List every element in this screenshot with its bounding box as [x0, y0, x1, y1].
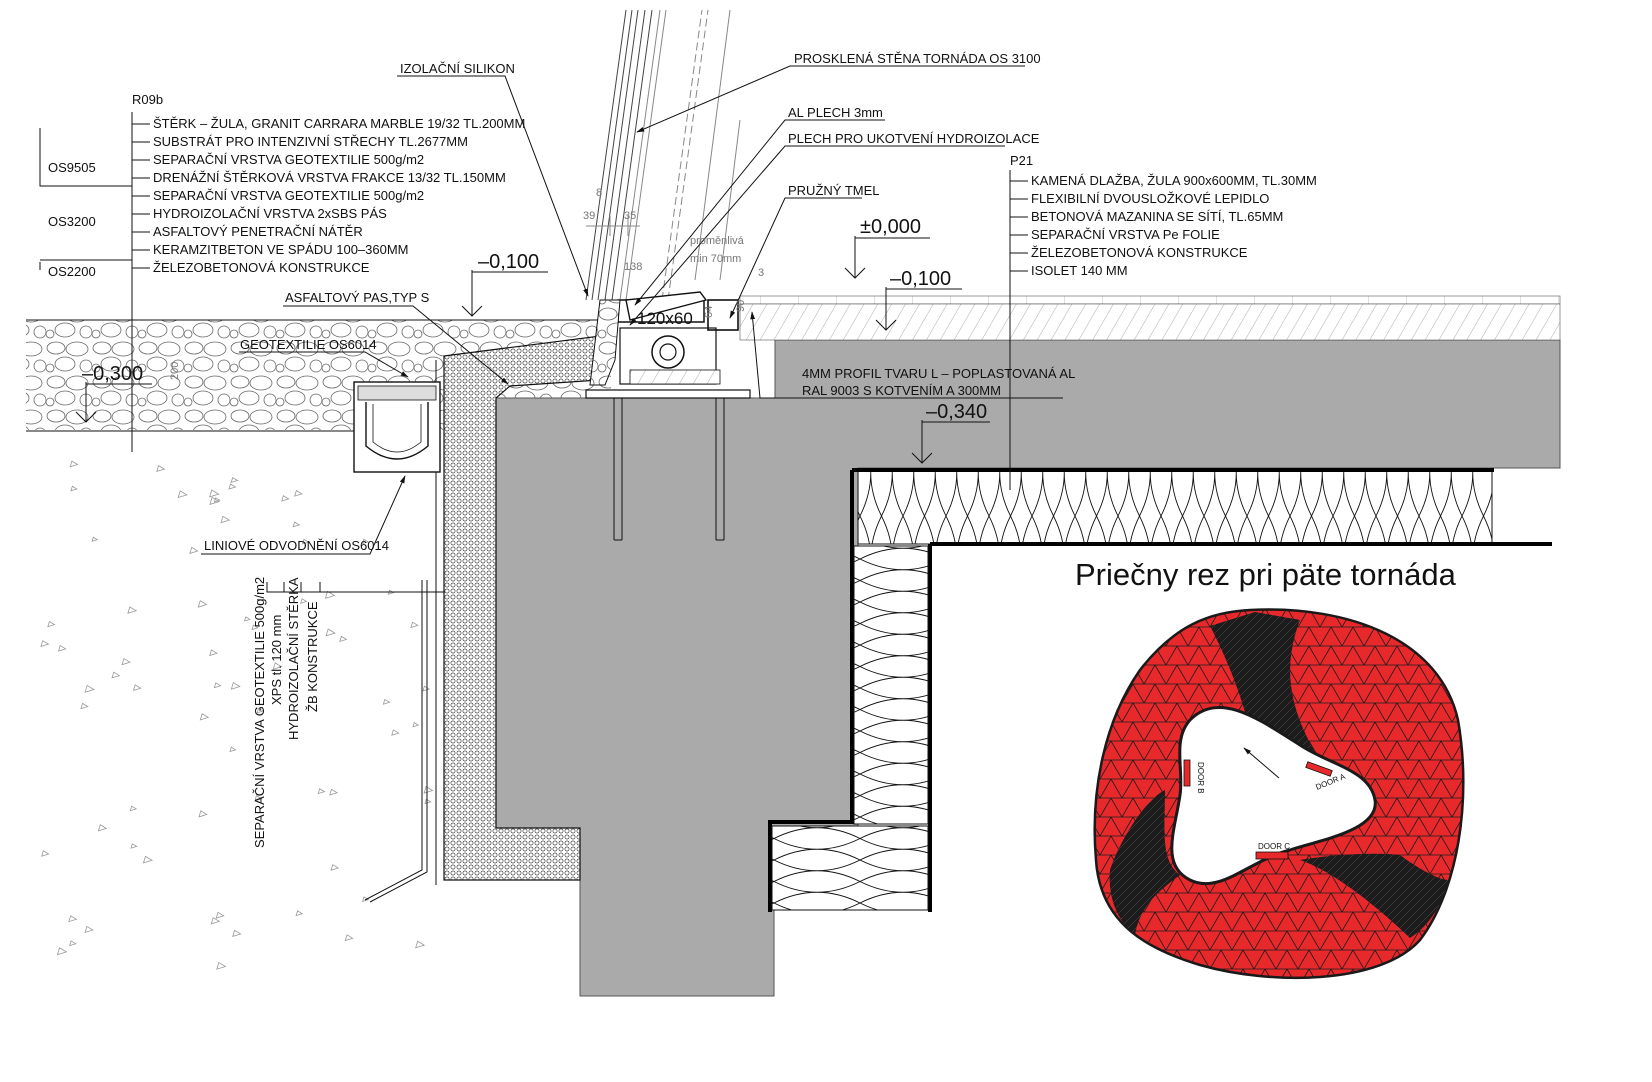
wall-layer: HYDROIZOLAČNÍ STĚRKA [286, 577, 301, 740]
footing-insulation [771, 825, 929, 911]
callout-silikon: IZOLAČNÍ SILIKON [400, 61, 515, 76]
floor-layer: ŽELEZOBETONOVÁ KONSTRUKCE [1031, 245, 1248, 260]
dim-label: 90 [735, 300, 747, 312]
dim-label: 39 [583, 210, 595, 222]
roof-layer: HYDROIZOLAČNÍ VRSTVA 2xSBS PÁS [153, 206, 387, 221]
callout-al-plech: AL PLECH 3mm [788, 105, 883, 120]
labels: R09b ŠTĚRK – ŽULA, GRANIT CARRARA MARBLE… [48, 51, 1317, 848]
level-m0100-left: –0,100 [478, 251, 539, 273]
spec-code: OS3200 [48, 214, 96, 229]
profile-size: 120x60 [637, 309, 693, 328]
soil [26, 431, 456, 996]
callout-profil: RAL 9003 S KOTVENÍM A 300MM [802, 383, 1001, 398]
floor-code: P21 [1010, 153, 1033, 168]
dim-label: 200 [169, 362, 181, 380]
level-m0300: –0,300 [82, 363, 143, 385]
page-title: Priečny rez pri päte tornáda [1075, 557, 1457, 592]
slab-insulation [857, 469, 1493, 545]
callout-pruzny-tmel: PRUŽNÝ TMEL [788, 183, 880, 198]
spec-code: OS2200 [48, 264, 96, 279]
wall-layer: ŽB KONSTRUKCE [305, 601, 320, 712]
glass-wall [585, 9, 741, 301]
dim-label: 3 [758, 267, 764, 279]
leader-lines [39, 65, 1063, 593]
floor-layer: FLEXIBILNÍ DVOUSLOŽKOVÉ LEPIDLO [1031, 191, 1269, 206]
dim-label: 138 [624, 261, 642, 273]
tornado-plan: DOOR A DOOR B DOOR C [1093, 608, 1465, 979]
callout-drainage: LINIOVÉ ODVODNĚNÍ OS6014 [204, 538, 389, 553]
callout-asfalt: ASFALTOVÝ PAS,TYP S [285, 290, 430, 305]
spec-code: OS9505 [48, 160, 96, 175]
door-label: DOOR C [1258, 842, 1290, 851]
wall-layer: XPS tl. 120 mm [269, 615, 284, 705]
roof-layer: DRENÁŽNÍ ŠTĚRKOVÁ VRSTVA FRAKCE 13/32 TL… [153, 170, 506, 185]
dim-label: 35 [624, 210, 636, 222]
callout-geotextilie: GEOTEXTILIE OS6014 [240, 337, 377, 352]
roof-layer: SEPARAČNÍ VRSTVA GEOTEXTILIE 500g/m2 [153, 188, 424, 203]
floor-layer: SEPARAČNÍ VRSTVA Pe FOLIE [1031, 227, 1220, 242]
roof-layer: ŠTĚRK – ŽULA, GRANIT CARRARA MARBLE 19/3… [153, 116, 525, 131]
dim-label: proměnlivá [690, 235, 745, 247]
level-zero: ±0,000 [860, 216, 921, 238]
roof-layer: SUBSTRÁT PRO INTENZIVNÍ STŘECHY TL.2677M… [153, 134, 468, 149]
roof-layer: SEPARAČNÍ VRSTVA GEOTEXTILIE 500g/m2 [153, 152, 424, 167]
callout-glass-wall: PROSKLENÁ STĚNA TORNÁDA OS 3100 [794, 51, 1041, 66]
door-label: DOOR B [1196, 762, 1205, 794]
roof-code: R09b [132, 92, 163, 107]
floor-layer: ISOLET 140 MM [1031, 263, 1128, 278]
callout-plech-hydro: PLECH PRO UKOTVENÍ HYDROIZOLACE [788, 131, 1040, 146]
callout-profil: 4MM PROFIL TVARU L – POPLASTOVANÁ AL [802, 366, 1075, 381]
level-m0340: –0,340 [926, 401, 987, 423]
floor-tiles [739, 295, 1561, 305]
wall-layer: SEPARAČNÍ VRSTVA GEOTEXTILIE 500g/m2 [252, 577, 267, 848]
dim-label: min 70mm [690, 253, 741, 265]
roof-layer: ŽELEZOBETONOVÁ KONSTRUKCE [153, 260, 370, 275]
wall-insulation [853, 545, 929, 825]
steel-anchor [585, 291, 751, 541]
floor-screed [739, 303, 1561, 341]
floor-layer: BETONOVÁ MAZANINA SE SÍTÍ, TL.65MM [1031, 209, 1283, 224]
floor-layer: KAMENÁ DLAŽBA, ŽULA 900x600MM, TL.30MM [1031, 173, 1317, 188]
dim-label: 64 [703, 306, 715, 318]
drainage-channel [353, 381, 441, 473]
roof-layer: ASFALTOVÝ PENETRAČNÍ NÁTĚR [153, 224, 363, 239]
roof-layer: KERAMZITBETON VE SPÁDU 100–360MM [153, 242, 409, 257]
dim-label: 8 [596, 187, 602, 199]
level-m0100-right: –0,100 [890, 268, 951, 290]
